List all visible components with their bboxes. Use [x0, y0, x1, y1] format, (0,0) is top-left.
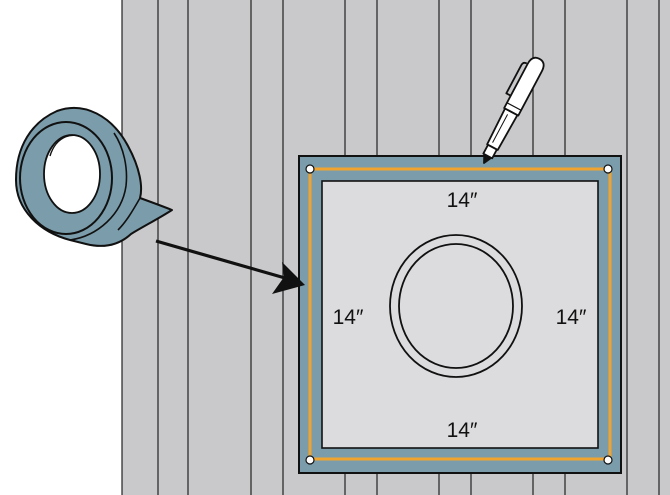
- nail-hole-icon: [603, 164, 613, 174]
- dimension-label-right: 14″: [556, 306, 587, 329]
- duct-tape-roll-icon: [15, 106, 173, 247]
- tape-roll-strip-fold: [117, 197, 141, 231]
- dimension-label-left: 14″: [333, 306, 364, 329]
- marker-grip-line: [492, 114, 509, 143]
- pipe-opening-outer: [389, 234, 523, 378]
- nail-hole-icon: [305, 455, 315, 465]
- dimension-label-top: 14″: [447, 189, 478, 212]
- pipe-opening-inner: [398, 243, 514, 369]
- marker-clip: [505, 61, 528, 97]
- marker-cap: [503, 56, 545, 117]
- tape-roll-inner-shadow: [49, 134, 87, 157]
- flashing-plate: 14″ 14″ 14″ 14″: [298, 155, 622, 474]
- arrow-shaft: [155, 239, 286, 280]
- flashing-inner-sheet: [321, 180, 599, 449]
- arrow-head: [272, 262, 305, 294]
- dimension-label-bottom: 14″: [447, 419, 478, 442]
- marker-pen-icon: [482, 56, 545, 164]
- nail-hole-icon: [305, 164, 315, 174]
- tape-roll-hole: [43, 134, 101, 214]
- nail-hole-icon: [603, 455, 613, 465]
- arrow-right-icon: [155, 239, 305, 294]
- tape-roll-edge-curve: [69, 132, 128, 241]
- marking-guide-line: [308, 167, 612, 461]
- marker-cap-ring: [506, 102, 522, 111]
